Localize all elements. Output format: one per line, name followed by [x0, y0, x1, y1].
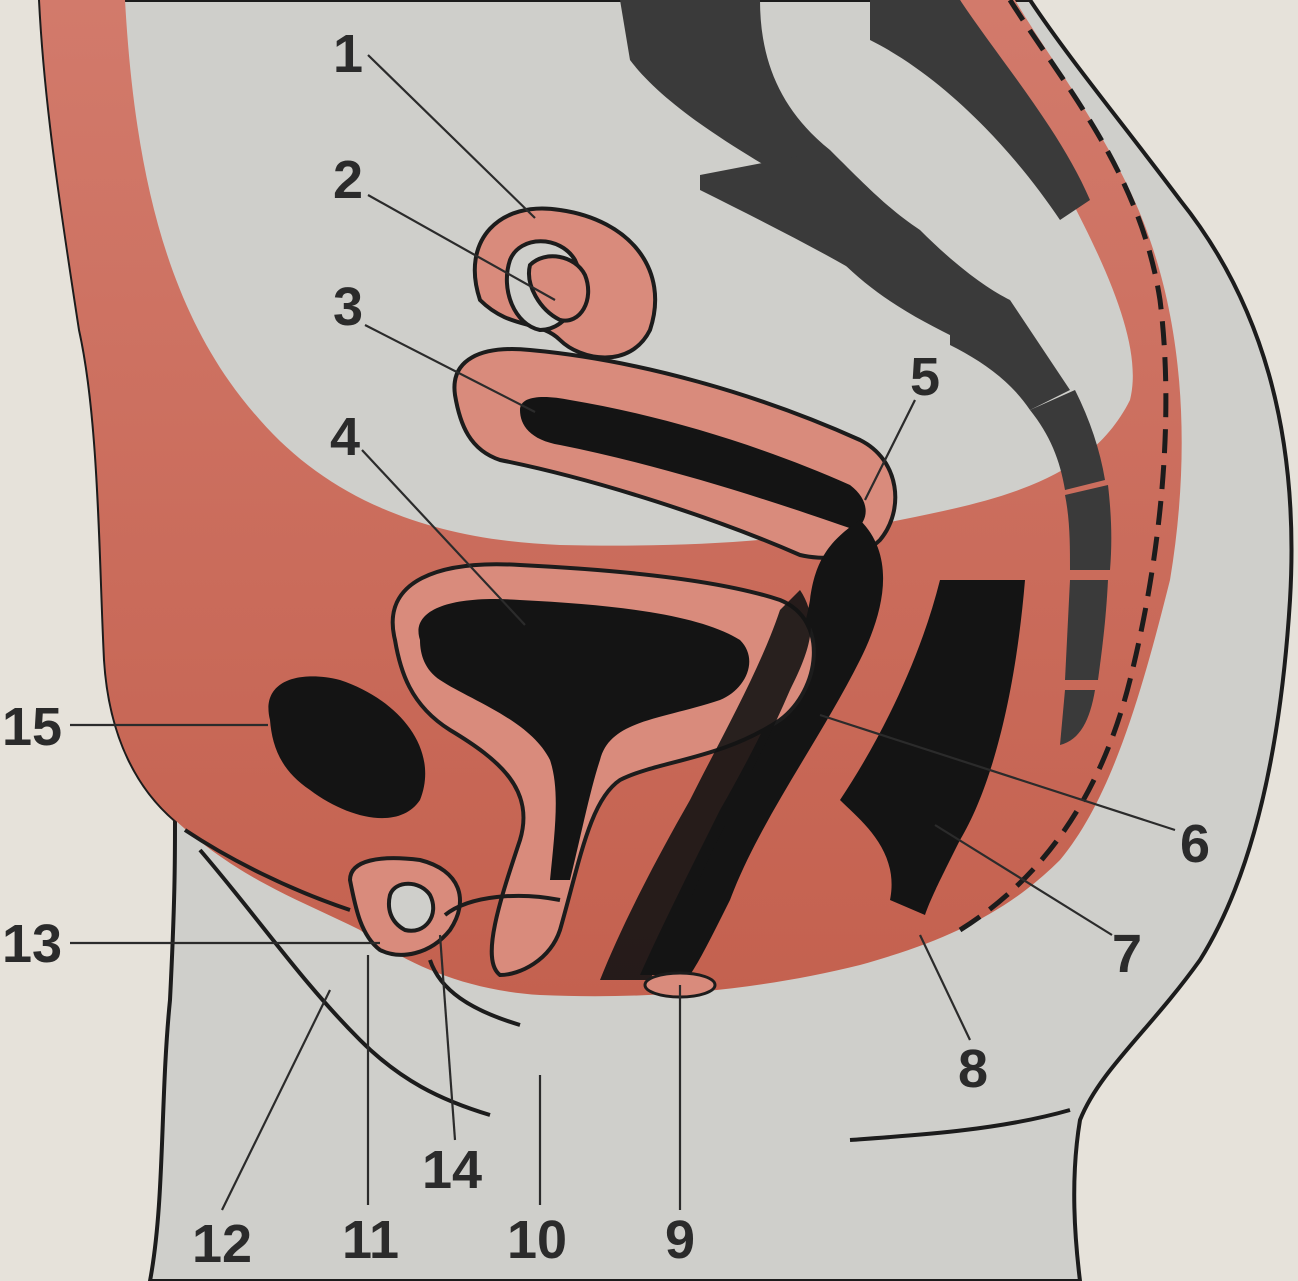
label-4: 4 [330, 407, 360, 467]
label-5: 5 [910, 347, 940, 407]
label-12: 12 [192, 1214, 252, 1274]
label-3: 3 [333, 277, 363, 337]
label-8: 8 [958, 1039, 988, 1099]
label-2: 2 [333, 150, 363, 210]
label-14: 14 [422, 1140, 482, 1200]
label-9: 9 [665, 1210, 695, 1270]
label-11: 11 [342, 1210, 399, 1270]
label-15: 15 [2, 697, 62, 757]
label-6: 6 [1180, 814, 1210, 874]
label-7: 7 [1112, 924, 1142, 984]
label-1: 1 [333, 24, 363, 84]
label-13: 13 [2, 914, 62, 974]
label-10: 10 [507, 1210, 567, 1270]
